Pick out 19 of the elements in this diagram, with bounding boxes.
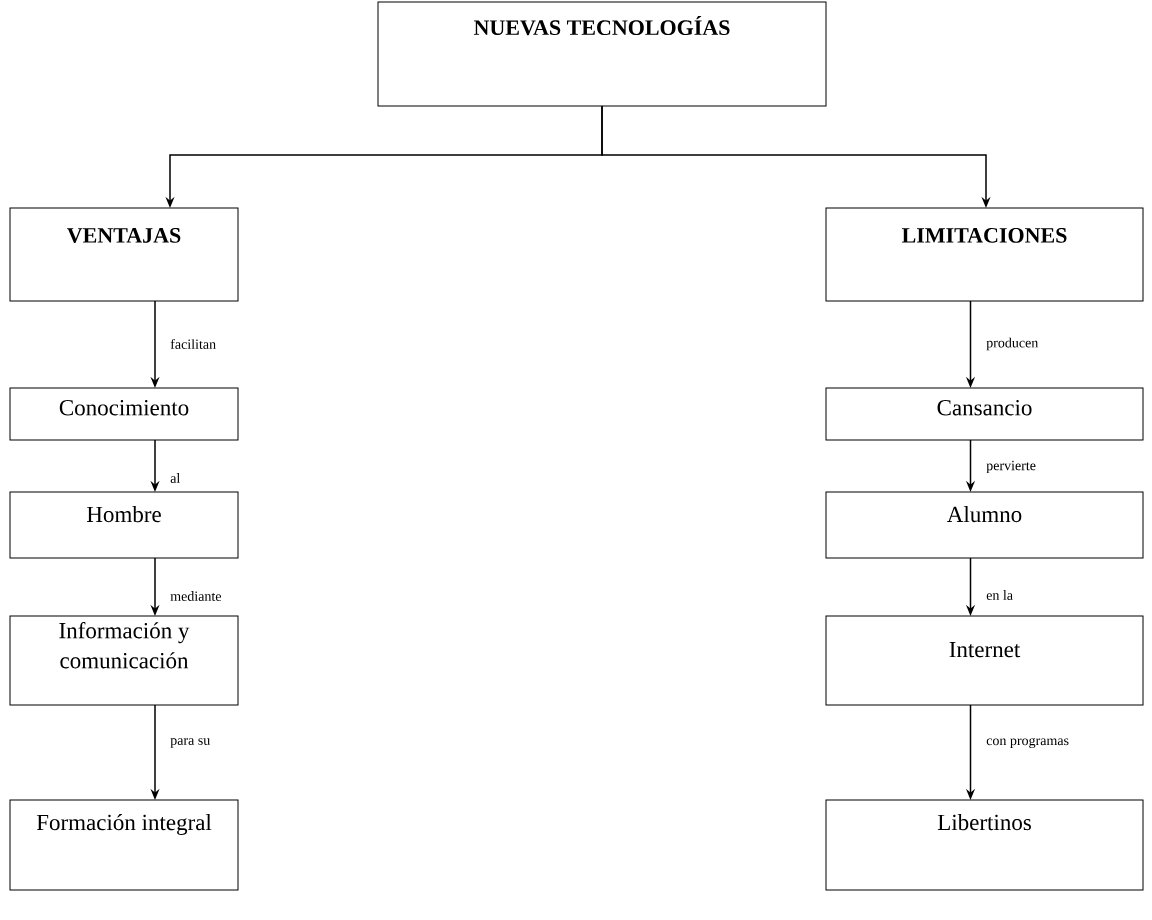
concept-box: Cansancio bbox=[825, 387, 1144, 441]
edge-label: para su bbox=[170, 738, 210, 748]
edge-label: pervierte bbox=[986, 460, 1036, 474]
edge-label: facilitan bbox=[170, 339, 216, 349]
concept-box: Alumno bbox=[825, 491, 1144, 559]
heading-box: VENTAJAS bbox=[9, 207, 239, 302]
concept-box: Libertinos bbox=[825, 799, 1144, 891]
edge-label: producen bbox=[986, 337, 1039, 351]
heading-box: LIMITACIONES bbox=[825, 207, 1144, 302]
concept-box: Internet bbox=[825, 615, 1144, 706]
concept-box: Formación integral bbox=[9, 799, 239, 891]
concept-box: Conocimiento bbox=[9, 387, 239, 441]
edge-label: con programas bbox=[986, 737, 1069, 749]
edge-label: mediante bbox=[170, 591, 222, 601]
concept-box: Hombre bbox=[9, 491, 239, 559]
edge-label: en la bbox=[986, 590, 1013, 600]
heading-box: NUEVAS TECNOLOGÍAS bbox=[377, 1, 827, 107]
edge-label: al bbox=[170, 473, 181, 483]
concept-box: Información y comunicación bbox=[9, 615, 239, 706]
